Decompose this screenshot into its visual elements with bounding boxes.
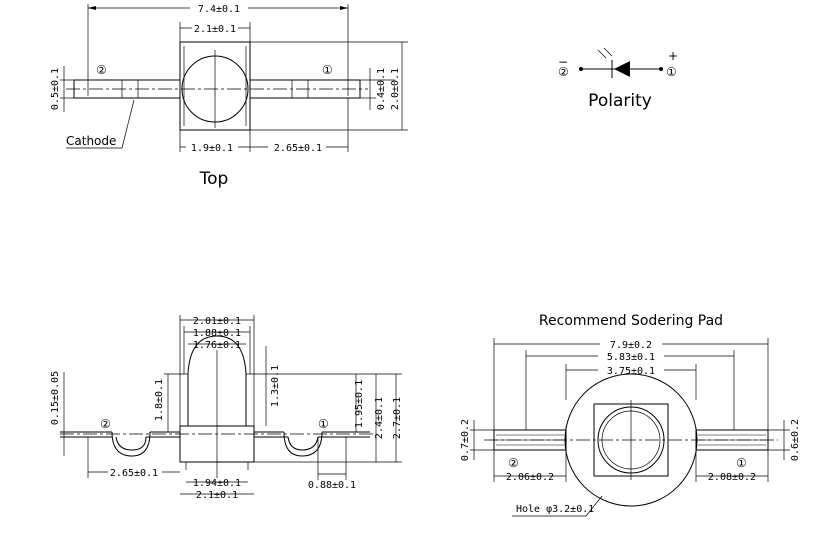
top-cathode-label: Cathode [66,134,116,148]
side-pin-right: ① [318,417,329,431]
pad-dim-inner: 3.75±0.1 [607,366,655,377]
pad-hole-label: Hole φ3.2±0.1 [516,504,594,515]
polarity-caption: Polarity [588,91,652,111]
pad-dim-left: 0.7±0.2 [460,419,471,461]
top-dim-right-b: 2.0±0.1 [390,68,401,110]
side-view: 2.01±0.1 1.88±0.1 1.76±0.1 0.15±0.05 [50,315,403,501]
side-dim-h3: 2.7±0.1 [392,397,403,439]
top-dim-body: 1.9±0.1 [191,143,233,154]
polarity-plus: + [668,49,678,63]
pad-pin-right: ① [736,456,747,470]
top-pin-left: ② [96,63,107,77]
side-dim-w3: 1.76±0.1 [193,340,241,351]
side-pin-left: ② [100,417,111,431]
side-dim-h2: 2.4±0.1 [374,397,385,439]
side-dim-foot: 0.88±0.1 [308,480,356,491]
top-dim-pin: 2.65±0.1 [274,143,322,154]
side-dim-pin: 2.65±0.1 [110,468,158,479]
side-dim-b1: 1.94±0.1 [193,478,241,489]
pad-dim-pad-right: 2.08±0.2 [708,472,756,483]
pad-view: Recommend Sodering Pad 7.9±0.2 5.83±0.1 … [460,313,801,517]
top-dim-right-a: 0.4±0.1 [376,68,387,110]
side-dome [187,335,247,375]
side-dim-w2: 1.88±0.1 [193,328,241,339]
side-dim-b2: 2.1±0.1 [196,490,238,501]
polarity-minus: − [558,55,568,69]
pad-dim-pad-left: 2.06±0.2 [506,472,554,483]
pad-title: Recommend Sodering Pad [539,313,723,329]
side-dim-h-dome: 1.8±0.1 [154,379,165,421]
pad-dim-right: 0.6±0.2 [790,419,801,461]
top-dim-total: 7.4±0.1 [198,4,240,15]
diode-icon [614,61,630,77]
polarity-pin-right: ① [666,65,677,79]
top-caption: Top [199,169,229,189]
top-pin-right: ① [322,63,333,77]
side-dim-h-lens: 1.3±0.1 [270,365,281,407]
top-dim-left: 0.5±0.1 [50,68,61,110]
pad-dim-mid: 5.83±0.1 [607,352,655,363]
side-dim-thick: 0.15±0.05 [50,371,61,425]
side-dim-w1: 2.01±0.1 [193,316,241,327]
top-dim-lens: 2.1±0.1 [194,24,236,35]
pad-pin-left: ② [508,456,519,470]
top-view: 7.4±0.1 2.1±0.1 0.5±0.1 0.4±0.1 [50,2,408,189]
polarity-pin-left: ② [558,65,569,79]
polarity-symbol: − + ② ① Polarity [558,47,678,111]
side-dim-h1: 1.95±0.1 [354,380,365,428]
pad-dim-total: 7.9±0.2 [610,340,652,351]
